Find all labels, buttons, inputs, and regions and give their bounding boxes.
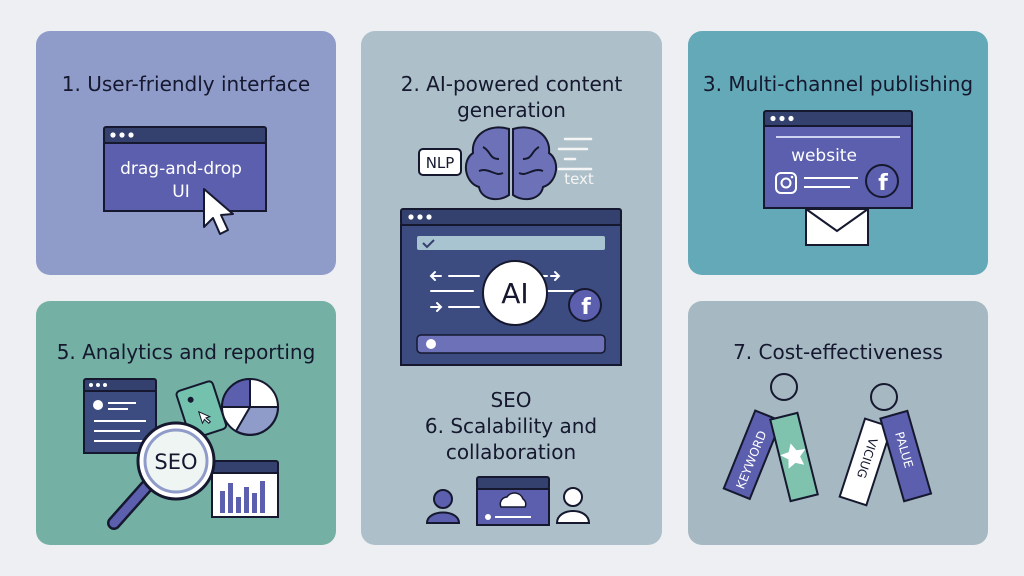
facebook-icon: f [865,164,899,198]
window-dots-icon [110,132,134,138]
ai-illustration: NLP text [400,126,622,526]
ui-label-ui: UI [172,182,189,202]
analytics-illustration: SEO [83,377,280,530]
cloud-icon [499,492,527,508]
text-label: text [564,170,594,188]
card-title: 5. Analytics and reporting [56,340,316,364]
ui-window-illustration: drag-and-drop UI [103,126,267,235]
bar-chart-icon [211,460,279,518]
window-dots-icon [89,383,107,387]
nlp-label: NLP [426,154,455,172]
publishing-illustration: website f [763,110,913,246]
scalability-title-line1: 6. Scalability and [425,414,597,438]
card-multi-channel-publishing: 3. Multi-channel publishing website f [688,31,988,275]
card-title: 1. User-friendly interface [61,72,311,96]
magnifier-icon: SEO [107,421,216,530]
brain-icon [464,126,558,201]
star-icon [780,443,806,469]
card-analytics-reporting: 5. Analytics and reporting [36,301,336,545]
window-dots-icon [408,214,432,220]
envelope-icon [805,208,869,246]
nlp-badge: NLP [418,148,462,176]
key-rings [770,373,898,411]
ai-label: AI [501,277,528,310]
facebook-icon: f [568,288,602,322]
price-tags-illustration: KEYWORD VICIUG PALUE [722,373,933,507]
card-title: 2. AI-powered content generation [400,72,623,122]
pie-chart-icon [220,377,280,436]
ui-label-drag-and-drop: drag-and-drop [120,159,242,179]
card-ai-content-generation: 2. AI-powered content generation NLP tex… [361,31,662,545]
instagram-icon [775,172,797,194]
window-dots-icon [770,115,794,122]
text-lines-icon [557,137,593,171]
person-icon [555,487,591,524]
cloud-window [476,476,550,526]
website-label: website [791,146,857,166]
card-user-friendly-interface: 1. User-friendly interface drag-and-drop… [36,31,336,275]
price-tag-icon: VICIUG [838,417,893,507]
svg-text:f: f [581,295,591,320]
person-icon [425,489,461,524]
card-title: 3. Multi-channel publishing [702,72,974,96]
ai-window: AI f [400,208,622,366]
price-tag-icon: PALUE [879,409,933,503]
seo-label: SEO [490,388,531,412]
price-tag-icon [769,411,819,503]
cursor-arrow-icon [203,188,234,235]
card-cost-effectiveness: 7. Cost-effectiveness KEYWORD VICIUG PAL… [688,301,988,545]
seo-label: SEO [154,450,197,474]
card-title: 7. Cost-effectiveness [733,340,943,364]
browser-window: drag-and-drop UI [103,126,267,212]
scalability-title-line2: collaboration [446,440,576,464]
svg-text:f: f [878,171,888,196]
